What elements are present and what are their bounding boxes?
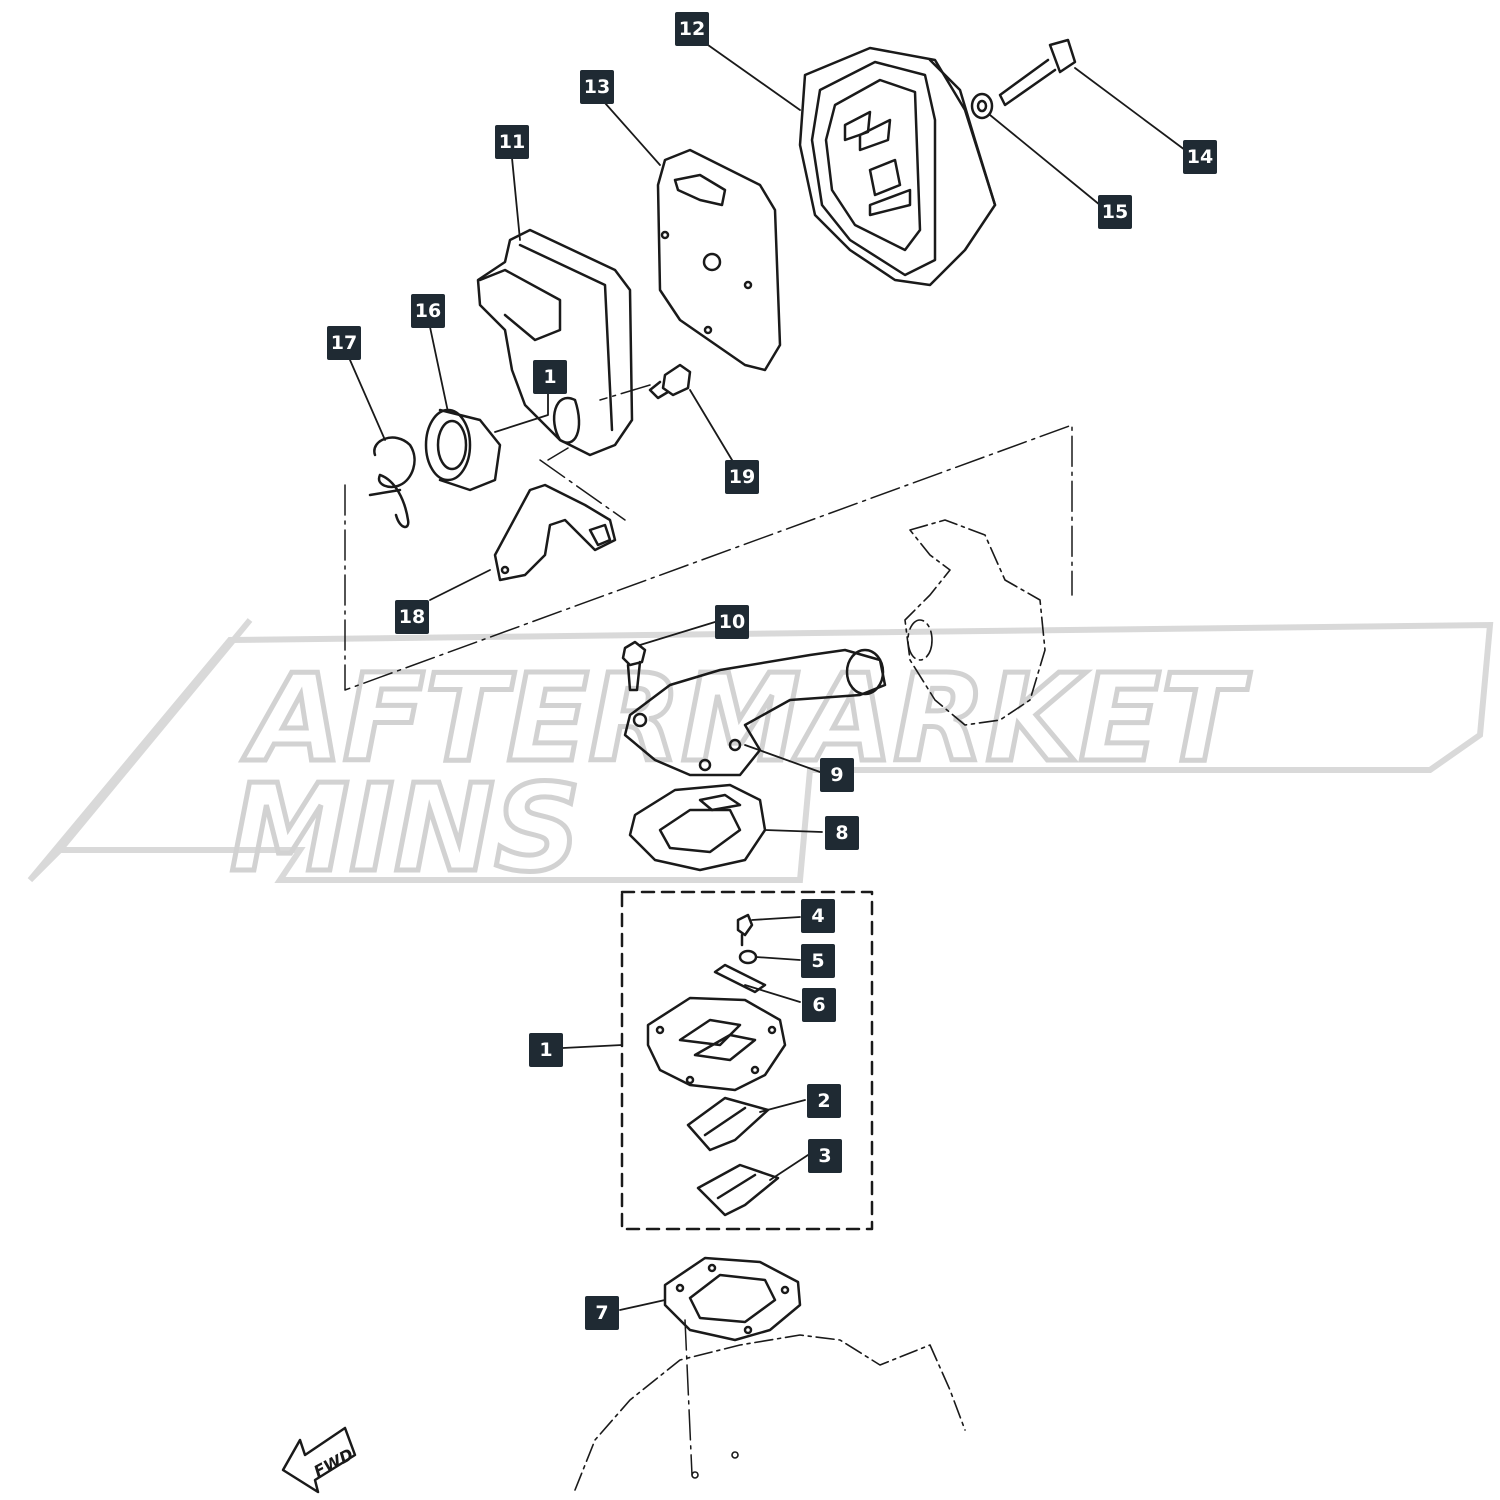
leader-lines — [349, 44, 1186, 1311]
part-10-bolt-shape — [621, 640, 647, 692]
part-13-filter-shape — [656, 148, 782, 372]
engine-outline-lower — [574, 1334, 966, 1491]
part-14-bolt-shape — [998, 38, 1077, 107]
part-6-stopper-shape — [713, 963, 767, 994]
callout-5[interactable]: 5 — [801, 944, 835, 978]
callout-10[interactable]: 10 — [715, 605, 749, 639]
callout-16[interactable]: 16 — [411, 294, 445, 328]
callout-2[interactable]: 2 — [807, 1084, 841, 1118]
callout-14[interactable]: 14 — [1183, 140, 1217, 174]
callout-8[interactable]: 8 — [825, 816, 859, 850]
engine-outline-upper — [904, 519, 1046, 726]
callout-12[interactable]: 12 — [675, 12, 709, 46]
part-1-reed-block-shape — [646, 996, 787, 1092]
part-15-washer-shape — [970, 92, 994, 120]
callout-18[interactable]: 18 — [395, 600, 429, 634]
part-3-reed-plate-shape — [696, 1163, 780, 1217]
watermark-line2: MINS — [230, 760, 581, 899]
callout-11[interactable]: 11 — [495, 125, 529, 159]
fwd-arrow-icon — [281, 1426, 357, 1494]
part-7-gasket-shape — [663, 1256, 802, 1342]
callout-19[interactable]: 19 — [725, 460, 759, 494]
part-4-screw-shape — [736, 913, 754, 947]
part-5-washer-shape — [738, 949, 758, 965]
callout-9[interactable]: 9 — [820, 758, 854, 792]
callout-13[interactable]: 13 — [580, 70, 614, 104]
part-2-reed-valve-shape — [686, 1096, 770, 1152]
callout-15[interactable]: 15 — [1098, 195, 1132, 229]
callout-1-upper[interactable]: 1 — [533, 360, 567, 394]
part-1-assembly-frame — [620, 890, 874, 1231]
watermark — [27, 618, 1494, 883]
part-19-bolt-shape — [648, 363, 692, 400]
assembly-lines — [344, 384, 1073, 1476]
callout-4[interactable]: 4 — [801, 899, 835, 933]
part-16-joint-shape — [424, 408, 502, 492]
part-18-bracket-shape — [493, 483, 617, 582]
callout-1-lower[interactable]: 1 — [529, 1033, 563, 1067]
part-8-gasket-shape — [628, 783, 767, 872]
callout-3[interactable]: 3 — [808, 1139, 842, 1173]
part-11-case-shape — [476, 228, 634, 457]
callout-17[interactable]: 17 — [327, 326, 361, 360]
part-9-pipe-shape — [623, 648, 887, 777]
part-17-clip-shape — [368, 436, 416, 529]
callout-7[interactable]: 7 — [585, 1296, 619, 1330]
part-12-cover-shape — [798, 46, 997, 287]
callout-6[interactable]: 6 — [802, 988, 836, 1022]
